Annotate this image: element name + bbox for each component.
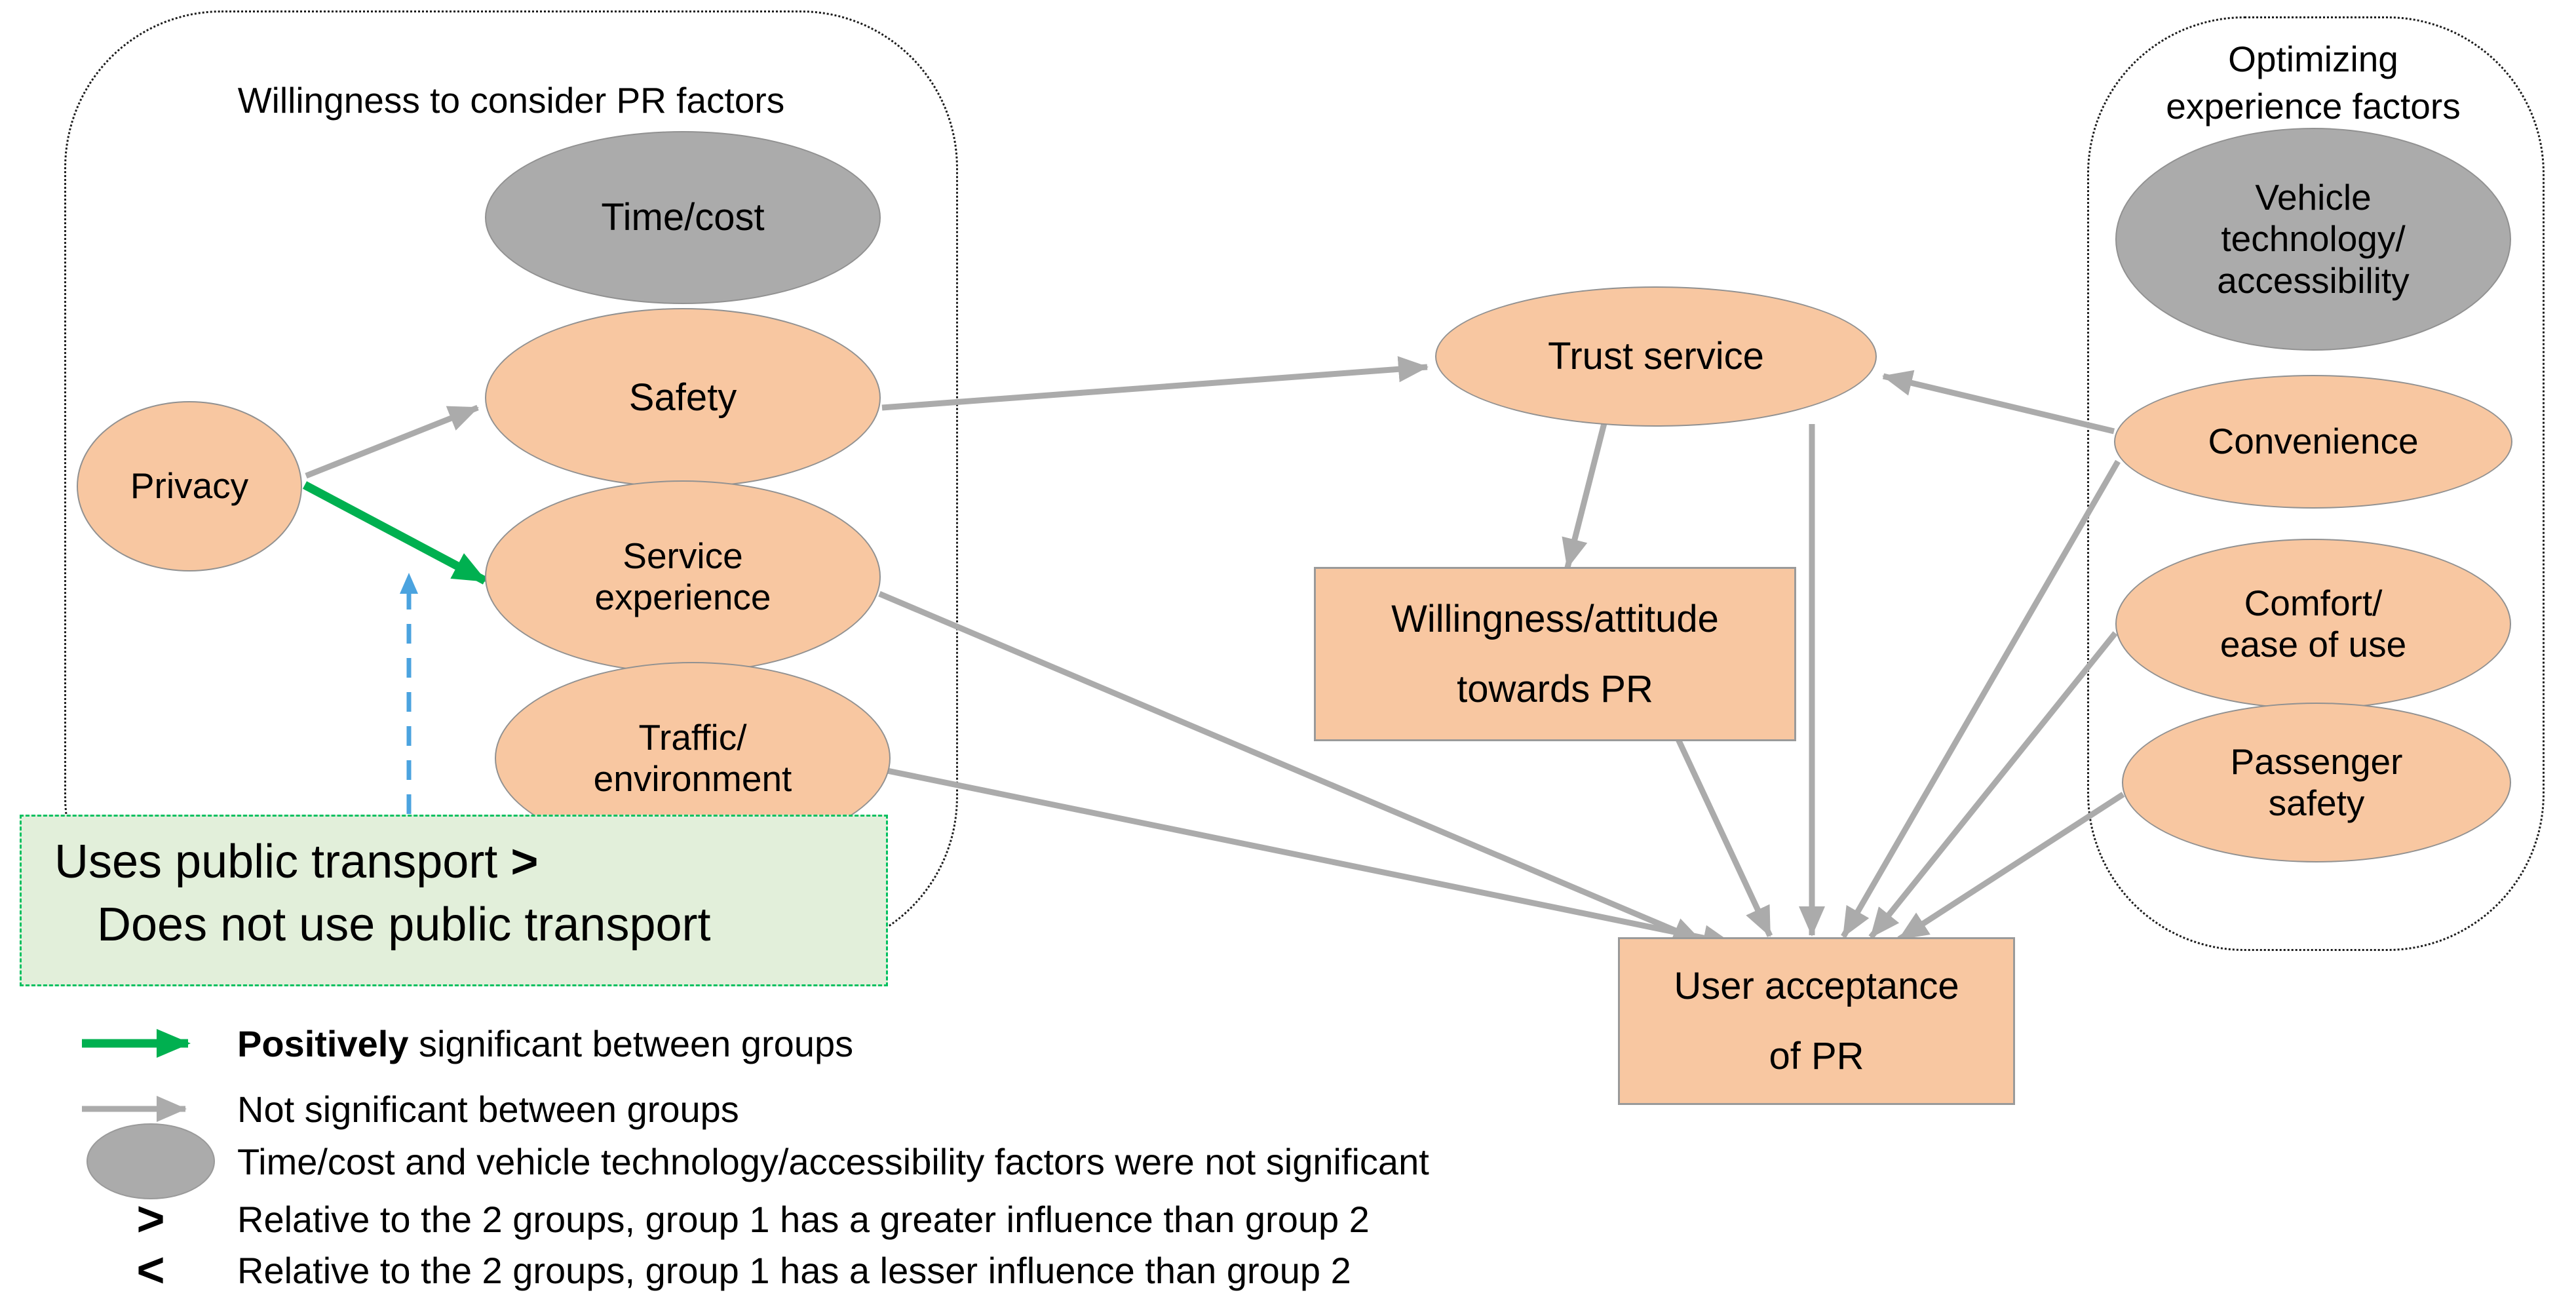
note-line-1: Uses public transport > bbox=[54, 835, 886, 889]
node-time-cost: Time/cost bbox=[485, 131, 881, 304]
legend-gray-ellipse-icon bbox=[72, 1123, 229, 1199]
legend-positive-rest: significant between groups bbox=[408, 1022, 854, 1064]
legend-gray-note-label: Time/cost and vehicle technology/accessi… bbox=[237, 1140, 1429, 1182]
arrow-willingness-to-user-acceptance bbox=[1674, 737, 1773, 937]
node-privacy: Privacy bbox=[77, 401, 302, 571]
node-trust-service: Trust service bbox=[1435, 286, 1877, 427]
note-greater-symbol: > bbox=[510, 836, 539, 888]
legend-not-significant-label: Not significant between groups bbox=[237, 1088, 739, 1130]
arrow-privacy-to-service-experience-positive bbox=[302, 481, 488, 585]
note-line-2: Does not use public transport bbox=[97, 899, 711, 951]
legend-lesser-label: Relative to the 2 groups, group 1 has a … bbox=[237, 1249, 1351, 1291]
node-user-acceptance: User acceptance of PR bbox=[1618, 937, 2015, 1105]
arrow-trust-service-to-willingness bbox=[1562, 422, 1607, 569]
optimizing-panel-title: Optimizing experience factors bbox=[2166, 39, 2461, 126]
legend-row-greater: > Relative to the 2 groups, group 1 has … bbox=[72, 1191, 1370, 1246]
arrow-convenience-to-trust-service bbox=[1882, 370, 2115, 435]
node-vehicle-technology: Vehicle technology/ accessibility bbox=[2115, 128, 2511, 351]
group-comparison-note: Uses public transport > Does not use pub… bbox=[20, 815, 888, 986]
arrow-comfort-to-user-acceptance bbox=[1868, 631, 2118, 939]
node-service-experience: Service experience bbox=[485, 480, 881, 673]
arrow-passenger-safety-to-user-acceptance bbox=[1897, 792, 2125, 942]
legend-positive-bold: Positively bbox=[237, 1022, 409, 1064]
node-safety: Safety bbox=[485, 308, 881, 488]
legend-greater-label: Relative to the 2 groups, group 1 has a … bbox=[237, 1198, 1370, 1240]
arrow-privacy-to-safety bbox=[305, 404, 479, 479]
node-comfort-ease-of-use: Comfort/ ease of use bbox=[2115, 539, 2511, 709]
optimizing-factors-panel bbox=[2087, 16, 2545, 951]
arrow-traffic-environment-to-user-acceptance bbox=[887, 767, 1733, 951]
legend-lesser-symbol: < bbox=[136, 1243, 165, 1297]
legend-row-gray-ellipse: Time/cost and vehicle technology/accessi… bbox=[72, 1122, 1429, 1201]
node-willingness-attitude: Willingness/attitude towards PR bbox=[1314, 567, 1796, 741]
node-passenger-safety: Passenger safety bbox=[2122, 703, 2511, 862]
arrow-convenience-to-user-acceptance bbox=[1841, 459, 2121, 939]
legend-row-lesser: < Relative to the 2 groups, group 1 has … bbox=[72, 1244, 1351, 1296]
node-convenience: Convenience bbox=[2114, 375, 2512, 509]
legend-positive-label: Positively significant between groups bbox=[237, 1022, 853, 1065]
willingness-panel-title: Willingness to consider PR factors bbox=[237, 80, 785, 121]
legend-row-not-significant: Not significant between groups bbox=[72, 1083, 739, 1135]
legend-green-arrow-icon bbox=[72, 1024, 229, 1063]
arrow-service-experience-to-user-acceptance bbox=[878, 590, 1703, 945]
legend-row-positive: Positively significant between groups bbox=[72, 1017, 853, 1070]
legend-gray-arrow-icon bbox=[72, 1089, 229, 1129]
legend-greater-symbol: > bbox=[136, 1191, 165, 1246]
arrow-safety-to-trust-service bbox=[881, 356, 1429, 411]
note-line-1-text: Uses public transport bbox=[54, 836, 511, 888]
